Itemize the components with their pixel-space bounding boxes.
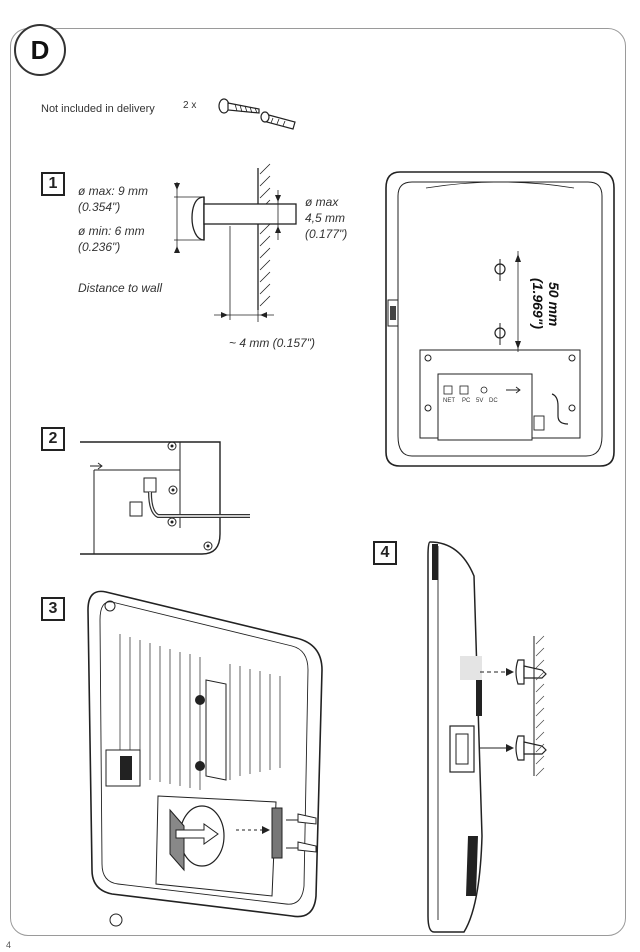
quantity-label: 2 x bbox=[183, 100, 197, 111]
shaft-mm-label: 4,5 mm bbox=[305, 211, 346, 225]
port-label-net: NET bbox=[443, 398, 455, 404]
step-4-label: 4 bbox=[373, 541, 397, 565]
head-max-inch: (0.354") bbox=[78, 200, 121, 214]
step-2-label: 2 bbox=[41, 427, 65, 451]
side-mounting-illustration bbox=[427, 541, 547, 933]
head-min-inch: (0.236") bbox=[78, 240, 121, 254]
device-back-illustration bbox=[385, 171, 615, 467]
head-max-label: ø max: 9 mm bbox=[78, 184, 149, 198]
screw-dimension-diagram bbox=[174, 163, 297, 322]
delivery-note: Not included in delivery bbox=[41, 103, 155, 115]
port-label-5v: 5V bbox=[476, 398, 484, 404]
shaft-max-label: ø max bbox=[305, 195, 339, 209]
distance-to-wall-label: Distance to wall bbox=[78, 281, 163, 295]
page-frame bbox=[10, 28, 626, 936]
step-3-label: 3 bbox=[41, 597, 65, 621]
cable-routing-illustration bbox=[80, 441, 250, 555]
shaft-inch-label: (0.177") bbox=[305, 227, 348, 241]
hole-distance-inch: (1.969") bbox=[530, 278, 546, 329]
hole-distance-mm: 50 mm bbox=[546, 282, 562, 327]
port-label-pc: PC bbox=[462, 398, 471, 404]
distance-value-label: ~ 4 mm (0.157") bbox=[229, 336, 315, 350]
head-min-label: ø min: 6 mm bbox=[78, 224, 145, 238]
page-number: 4 bbox=[6, 940, 12, 950]
mounting-plate-illustration bbox=[87, 590, 323, 927]
step-1-label: 1 bbox=[41, 172, 65, 196]
section-badge: D bbox=[14, 24, 66, 76]
port-label-dc: DC bbox=[489, 398, 498, 404]
screw-and-dowel-illustration bbox=[218, 98, 296, 130]
